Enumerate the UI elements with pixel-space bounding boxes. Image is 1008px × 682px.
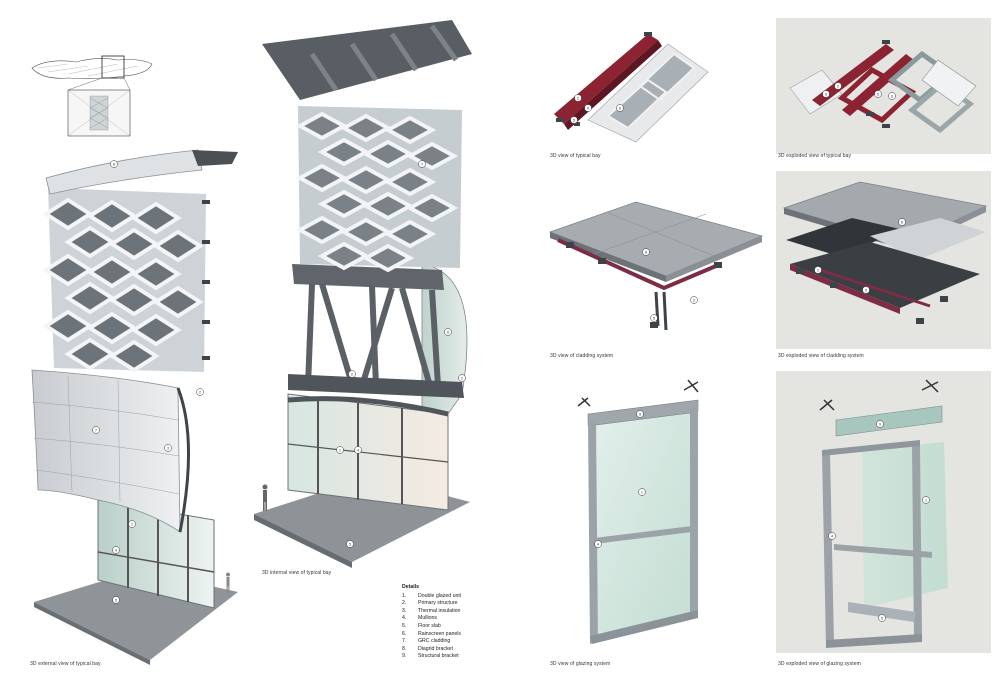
exploded-typical-bay-illustration: 2 9 5 6 (789, 40, 977, 134)
svg-text:1: 1 (339, 448, 341, 452)
svg-text:9: 9 (879, 422, 881, 426)
svg-text:8: 8 (113, 162, 115, 166)
legend-item: 2.Primary structure (402, 600, 458, 607)
svg-text:5: 5 (881, 616, 883, 620)
svg-text:5: 5 (115, 598, 117, 602)
svg-text:7: 7 (95, 428, 97, 432)
svg-text:9: 9 (825, 92, 827, 96)
person-silhouette (262, 484, 268, 511)
svg-text:9: 9 (587, 106, 589, 110)
svg-text:2: 2 (461, 376, 463, 380)
svg-text:6: 6 (645, 250, 647, 254)
svg-text:1: 1 (641, 490, 643, 494)
cladding-system-illustration: 6 2 5 (548, 201, 764, 331)
caption-internal-view: 3D internal view of typical bay (262, 570, 332, 576)
legend-title: Details (402, 584, 420, 590)
exploded-cladding-system-illustration: 6 2 5 (782, 181, 988, 324)
svg-text:1: 1 (131, 522, 133, 526)
typical-bay-illustration: 2 9 6 5 (554, 32, 709, 143)
person-silhouette-small (226, 572, 230, 593)
caption-cladding-system: 3D view of cladding system (550, 353, 614, 359)
svg-text:2: 2 (351, 372, 353, 376)
svg-text:5: 5 (573, 118, 575, 122)
label-badges: 8 7 2 3 1 4 5 (92, 160, 204, 604)
svg-text:6: 6 (891, 94, 893, 98)
svg-text:6: 6 (619, 106, 621, 110)
svg-text:4: 4 (115, 548, 117, 552)
legend-item: 5.Floor slab (402, 622, 441, 629)
caption-external-view: 3D external view of typical bay (30, 661, 101, 667)
svg-text:6: 6 (447, 330, 449, 334)
legend-item: 7.GRC cladding (402, 638, 451, 645)
external-view-illustration: 8 7 2 3 1 4 5 (31, 149, 238, 665)
legend-item: 6.Rainscreen panels (402, 630, 461, 637)
svg-text:9: 9 (639, 412, 641, 416)
caption-typical-bay: 3D view of typical bay (550, 153, 601, 159)
svg-text:1: 1 (925, 498, 927, 502)
details-legend: Details 1.Double glazed unit 2.Primary s… (402, 584, 461, 661)
svg-text:4: 4 (831, 534, 833, 538)
svg-text:4: 4 (357, 448, 359, 452)
legend-item: 9.Structural bracket (402, 653, 459, 660)
svg-text:3: 3 (167, 446, 169, 450)
svg-text:2: 2 (817, 268, 819, 272)
legend-item: 1.Double glazed unit (402, 592, 461, 599)
svg-text:2: 2 (693, 298, 695, 302)
caption-exploded-cladding-system: 3D exploded view of cladding system (778, 353, 864, 359)
svg-text:7: 7 (421, 162, 423, 166)
glazing-system-illustration: 9 1 4 (577, 379, 699, 644)
svg-text:5: 5 (653, 316, 655, 320)
legend-item: 4.Mullions (402, 615, 438, 622)
svg-text:5: 5 (877, 92, 879, 96)
caption-exploded-typical-bay: 3D exploded view of typical bay (778, 153, 852, 159)
svg-text:2: 2 (577, 96, 579, 100)
key-plan-diagram (31, 55, 153, 137)
svg-text:2: 2 (199, 390, 201, 394)
exploded-glazing-system-illustration: 9 1 4 5 (819, 379, 948, 648)
internal-view-illustration: 7 6 2 2 1 4 5 (254, 20, 472, 568)
svg-text:5: 5 (865, 288, 867, 292)
legend-item: 8.Diagrid bracket (402, 645, 453, 652)
caption-exploded-glazing-system: 3D exploded view of glazing system (778, 661, 861, 667)
svg-text:4: 4 (597, 542, 599, 546)
svg-text:5: 5 (349, 542, 351, 546)
legend-item: 3.Thermal insulation (402, 607, 461, 614)
svg-text:2: 2 (837, 84, 839, 88)
svg-text:6: 6 (901, 220, 903, 224)
caption-glazing-system: 3D view of glazing system (550, 661, 611, 667)
